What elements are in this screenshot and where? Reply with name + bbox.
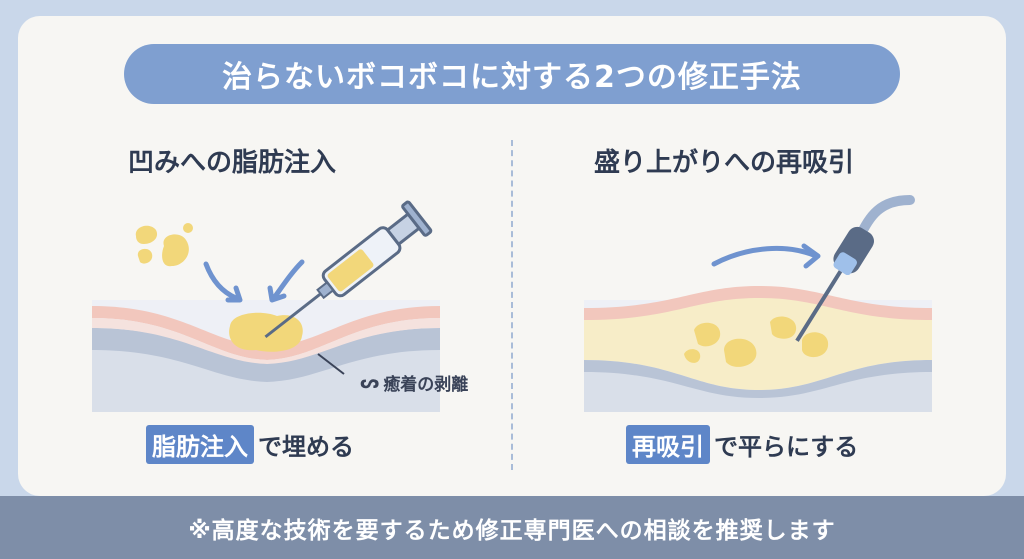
arrow-icon — [203, 261, 243, 303]
right-heading: 盛り上がりへの再吸引 — [588, 142, 861, 185]
right-caption: 再吸引 で平らにする — [626, 425, 858, 464]
left-heading: 凹みへの脂肪注入 — [122, 142, 343, 185]
adhesion-icon: ᔕ — [360, 372, 380, 393]
adhesion-label: ᔕ 癒着の剥離 — [360, 370, 469, 396]
adhesion-text: 癒着の剥離 — [383, 375, 469, 395]
right-caption-highlight: 再吸引 — [626, 425, 710, 464]
left-heading-text: 凹みへの脂肪注入 — [128, 148, 337, 178]
arrow-icon — [267, 259, 305, 303]
syringe-icon — [264, 200, 433, 339]
left-caption-rest: で埋める — [258, 433, 354, 461]
right-heading-text: 盛り上がりへの再吸引 — [594, 148, 855, 178]
arrow-icon — [711, 243, 821, 269]
fat-droplets — [135, 223, 193, 267]
right-caption-rest: で平らにする — [714, 433, 859, 461]
center-divider — [511, 140, 513, 470]
left-skin-diagram — [92, 300, 440, 412]
left-caption: 脂肪注入 で埋める — [146, 425, 354, 464]
cannula-icon — [795, 195, 915, 342]
adhesion-pointer — [317, 353, 345, 375]
page-title: 治らないボコボコに対する2つの修正手法 — [124, 44, 900, 104]
left-caption-highlight: 脂肪注入 — [146, 425, 254, 464]
right-skin-diagram — [584, 286, 932, 412]
footer-note: ※高度な技術を要するため修正専門医への相談を推奨します — [0, 496, 1024, 559]
